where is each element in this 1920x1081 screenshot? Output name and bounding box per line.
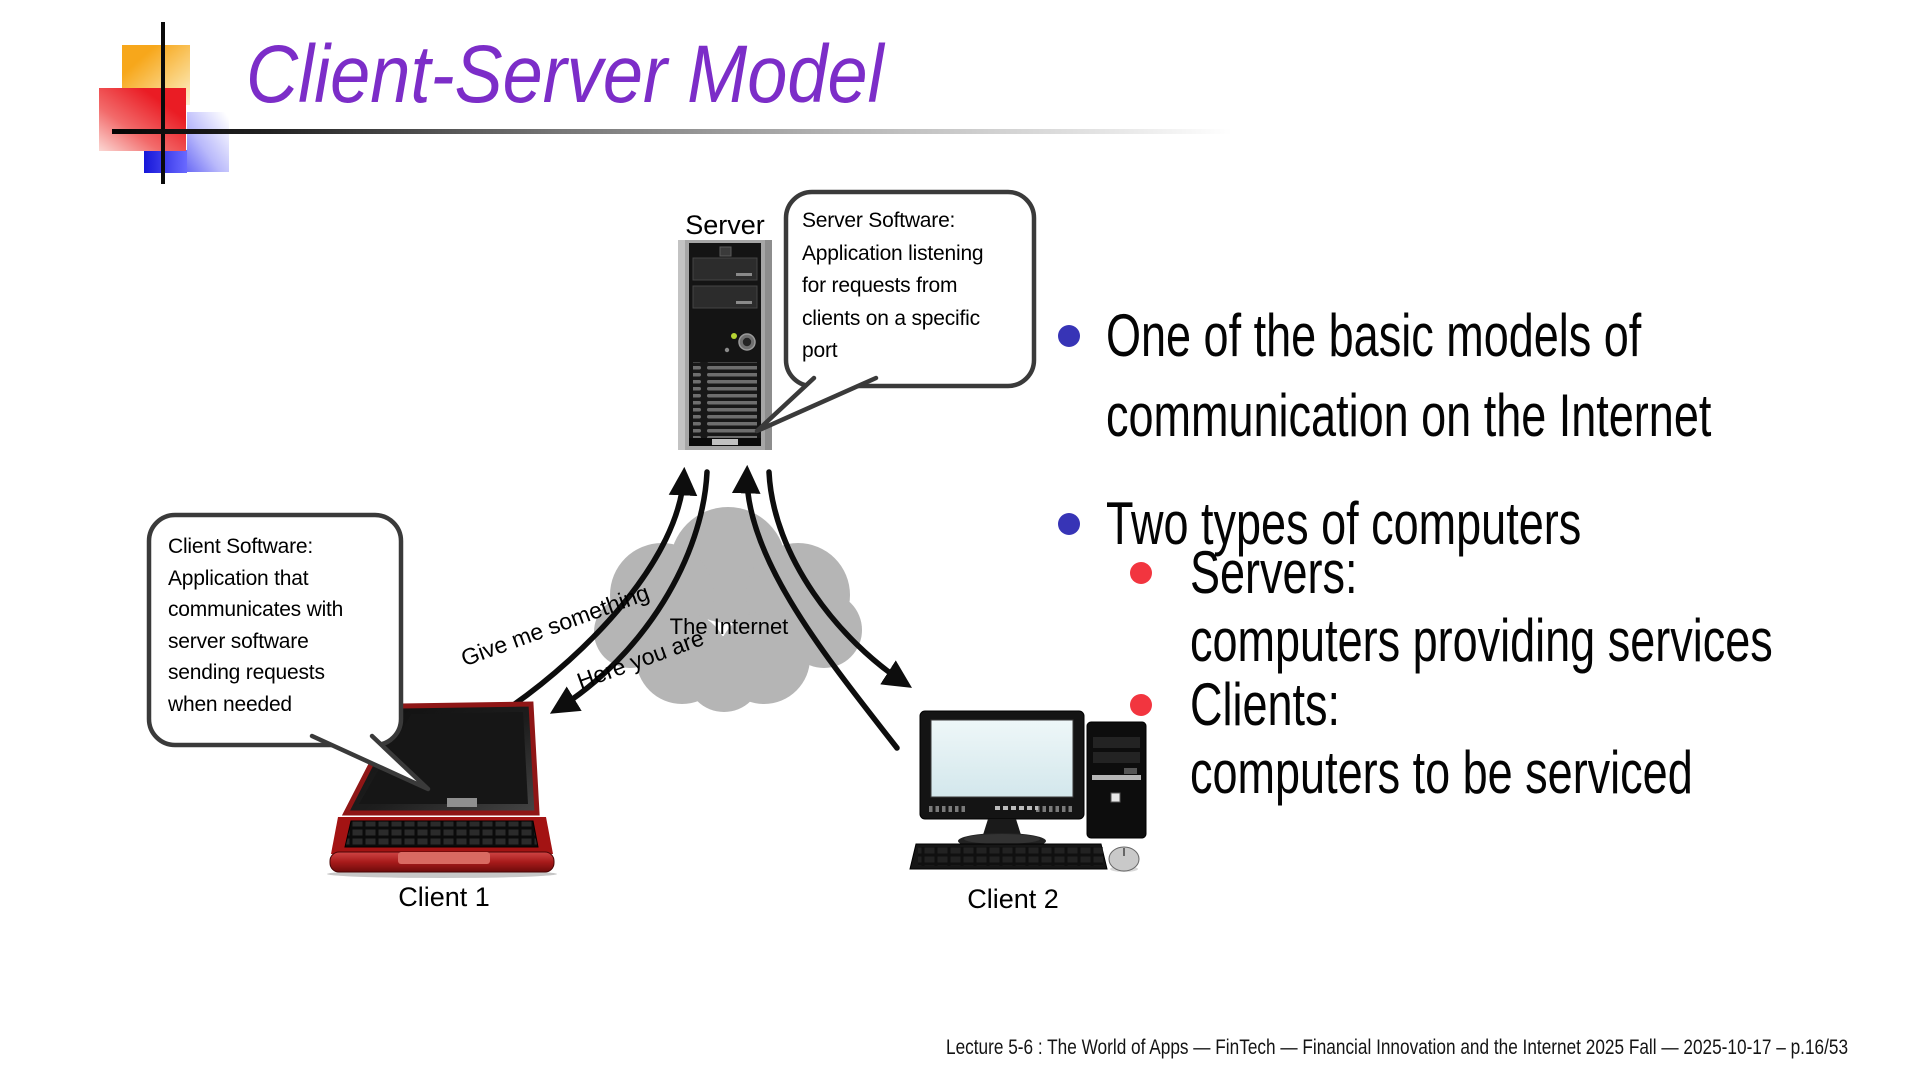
laptop-keyboard — [344, 820, 539, 848]
logo-pale-blue-square — [187, 112, 229, 172]
page-title: Client-Server Model — [246, 29, 884, 120]
title-rule — [112, 129, 1232, 134]
bubble-line: clients on a specific — [802, 306, 980, 330]
server-label: Server — [685, 210, 765, 240]
logo-blue-square — [144, 150, 187, 173]
desktop-screen — [930, 719, 1074, 798]
bullet-dot-red — [1130, 694, 1152, 716]
subitem-clients-line-2: computers to be serviced — [1190, 739, 1693, 806]
bullet-item-1-line-2: communication on the Internet — [1106, 382, 1712, 449]
arrow-response-client2 — [766, 469, 913, 688]
bullet-item-2: Two types of computers — [1106, 490, 1582, 557]
subitem-servers-line-1: Servers: — [1190, 539, 1358, 606]
arrow-request-client1 — [509, 466, 698, 709]
subitem-servers-line-2: computers providing services — [1190, 607, 1773, 674]
client2-label: Client 2 — [967, 884, 1059, 914]
client1-label: Client 1 — [398, 882, 490, 912]
bubble-line: Client Software: — [168, 535, 314, 558]
server-power-led — [731, 333, 737, 339]
bullet-item-1-line-1: One of the basic models of — [1106, 302, 1642, 369]
internet-cloud-label: The Internet — [669, 614, 789, 639]
client-speech-bubble-text: Client Software: Application that commun… — [168, 531, 343, 720]
bubble-line: Server Software: — [802, 209, 956, 232]
arrow-response-client1 — [549, 469, 710, 714]
bullet-dot-red — [1130, 562, 1152, 584]
bullet-dot-blue — [1058, 325, 1080, 347]
tower-power-button — [1110, 792, 1121, 803]
bubble-line: server software — [168, 629, 309, 653]
server-speech-bubble-shape — [754, 189, 1037, 434]
logo-vertical-line — [161, 22, 165, 184]
server-drive-bay — [692, 285, 758, 309]
bubble-line: communicates with — [168, 598, 344, 621]
arrow-request-client2 — [731, 464, 900, 751]
server-speech-bubble-text: Server Software: Application listening f… — [802, 205, 984, 368]
bubble-line: port — [802, 339, 838, 362]
bubble-line: Application that — [168, 566, 309, 590]
server-drive-bay — [692, 257, 758, 281]
server-vents — [693, 362, 757, 438]
client-speech-bubble-shape — [146, 512, 431, 792]
bubble-line: sending requests — [168, 661, 325, 684]
bubble-line: when needed — [168, 692, 292, 716]
bubble-line: for requests from — [802, 274, 958, 297]
client2-desktop-graphic — [909, 710, 1147, 872]
server-tower-graphic — [678, 240, 772, 450]
desktop-mouse — [1108, 846, 1140, 872]
laptop-touchpad — [398, 852, 490, 864]
bubble-line: Application listening — [802, 241, 984, 265]
footer-text: Lecture 5-6 : The World of Apps — FinTec… — [945, 1036, 1848, 1059]
subitem-clients-line-1: Clients: — [1190, 671, 1341, 738]
bullet-dot-blue — [1058, 513, 1080, 535]
logo-red-square — [99, 88, 186, 151]
